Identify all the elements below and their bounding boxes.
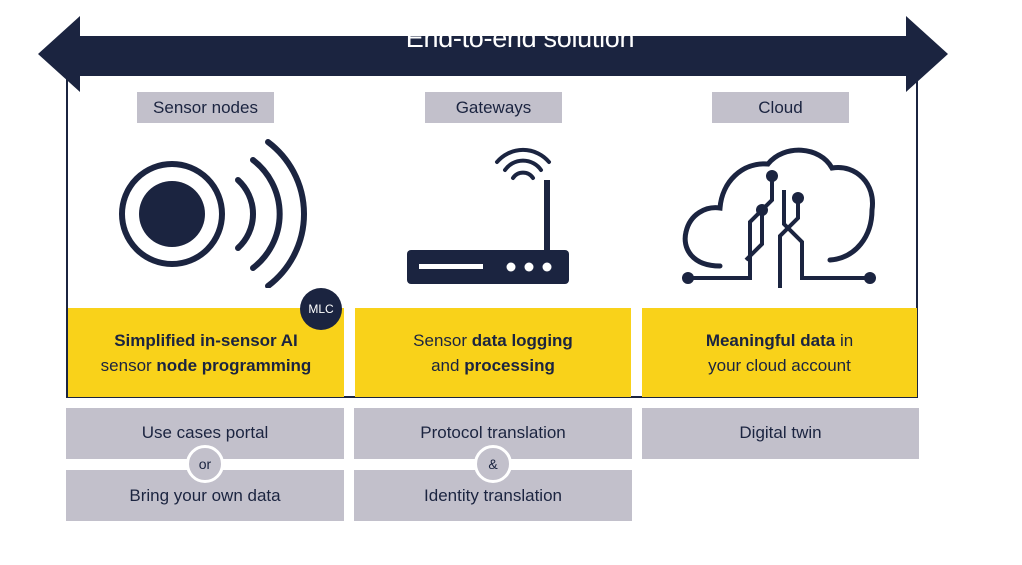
highlight-gateway-line1a: Sensor	[413, 330, 472, 350]
highlight-cloud: Meaningful data in your cloud account	[642, 308, 917, 397]
connector-or: or	[186, 445, 224, 483]
label-gateways: Gateways	[425, 92, 562, 123]
highlight-sensor-nodes: Simplified in-sensor AI sensor node prog…	[68, 308, 344, 397]
cloud-icon	[682, 147, 876, 288]
label-cloud: Cloud	[712, 92, 849, 123]
sensor-icon	[119, 139, 307, 288]
highlight-sensor-line2a: sensor	[100, 355, 157, 375]
highlight-sensor-line2b: node programming	[156, 355, 312, 375]
highlight-cloud-line1b: in	[835, 330, 854, 350]
label-sensor-nodes: Sensor nodes	[137, 92, 274, 123]
connector-and: &	[474, 445, 512, 483]
solution-frame	[66, 78, 918, 398]
highlight-gateways: Sensor data logging and processing	[355, 308, 631, 397]
highlight-cloud-line2: your cloud account	[708, 355, 851, 375]
mlc-badge: MLC	[300, 288, 342, 330]
highlight-gateway-line1b: data logging	[471, 330, 573, 350]
highlight-gateway-line2b: processing	[464, 355, 555, 375]
highlight-cloud-line1a: Meaningful data	[705, 330, 836, 350]
highlight-gateway-line2a: and	[431, 355, 465, 375]
router-icon	[407, 147, 569, 284]
end-to-end-arrow	[38, 16, 948, 92]
highlight-sensor-line1: Simplified in-sensor AI	[114, 330, 298, 350]
banner-title: End-to-end solution	[405, 23, 635, 53]
service-digital-twin: Digital twin	[642, 408, 919, 459]
